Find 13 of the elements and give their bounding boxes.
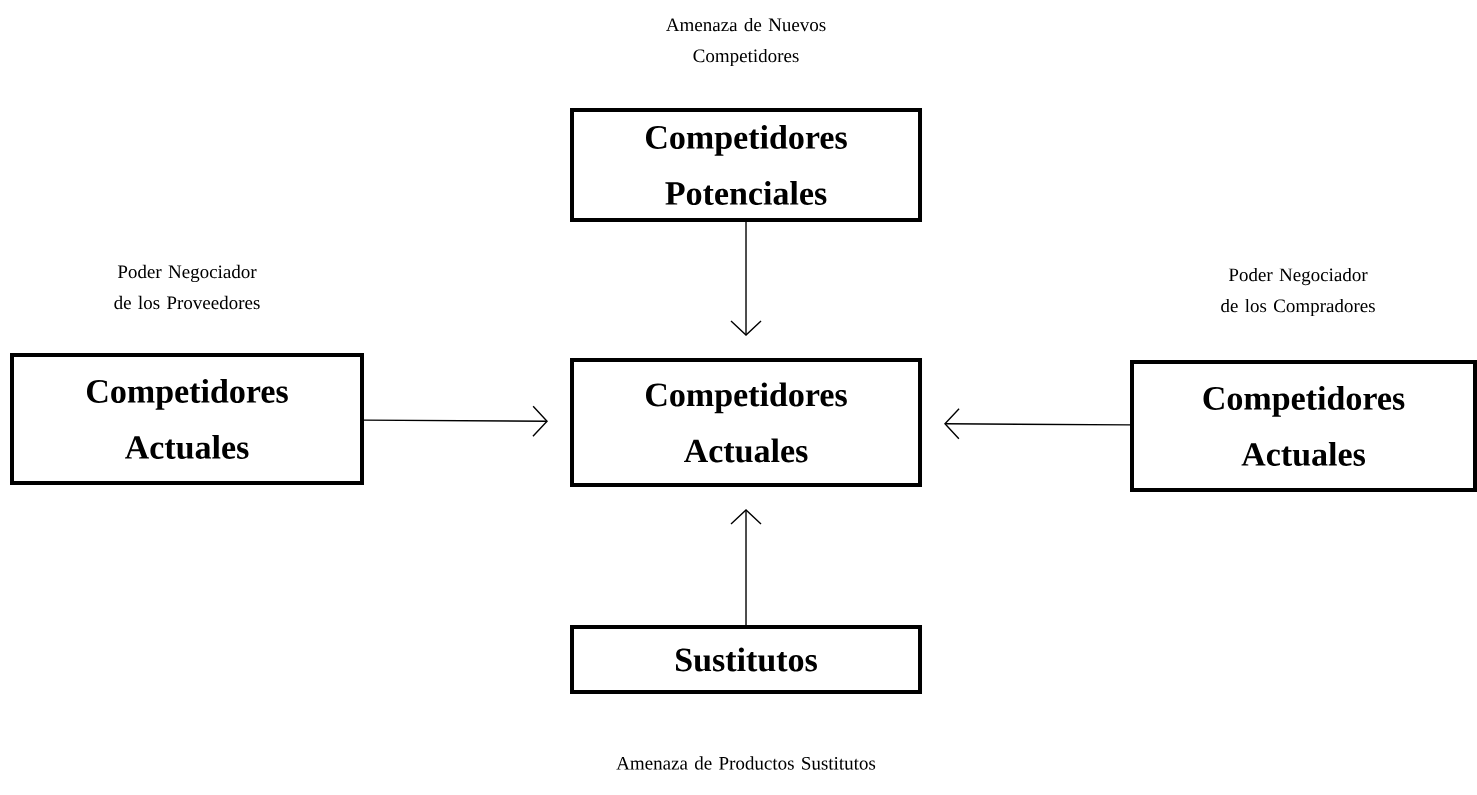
box: Competidores Actuales (1130, 360, 1477, 492)
node-label: Poder Negociador de los Proveedores (114, 264, 260, 310)
node-label: Amenaza de Nuevos Competidores (666, 17, 826, 67)
arrow (730, 221, 762, 336)
node-label: Poder Negociador de los Compradores (1221, 267, 1375, 317)
box: Sustitutos (570, 625, 922, 694)
box: Competidores Actuales (570, 358, 922, 487)
arrow (944, 408, 1131, 440)
box: Competidores Potenciales (570, 108, 922, 222)
arrow (363, 405, 548, 437)
node-label: Amenaza de Productos Sustitutos (616, 756, 876, 770)
box: Competidores Actuales (10, 353, 364, 485)
arrow (730, 509, 762, 626)
